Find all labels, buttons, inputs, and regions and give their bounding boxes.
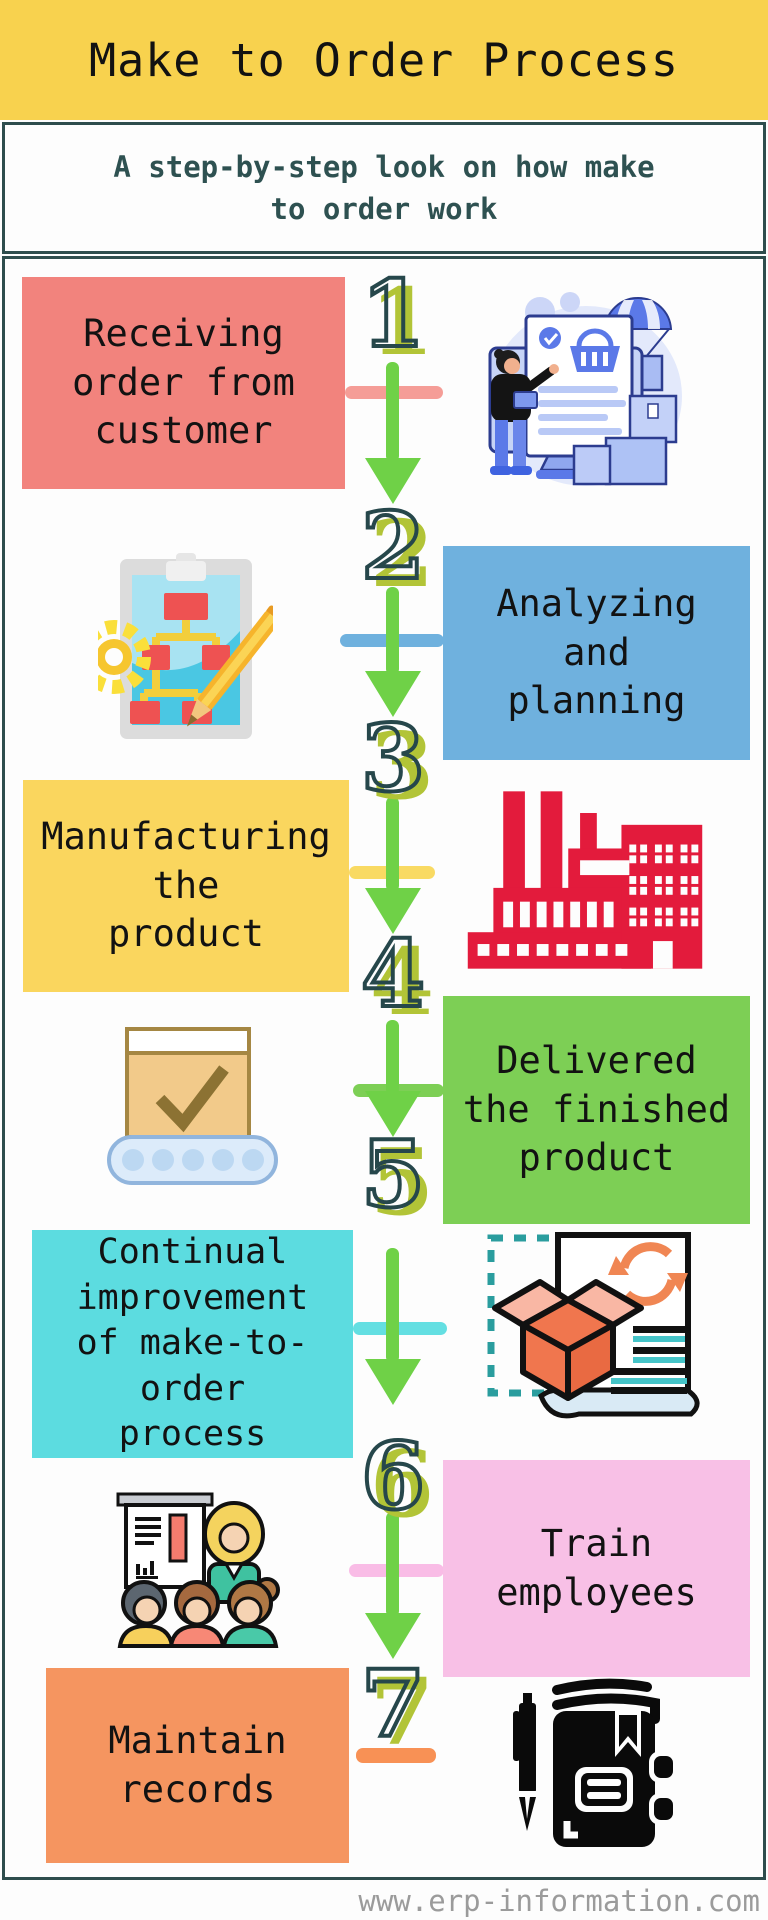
step-5-connector [353,1322,447,1335]
step-1-label: Receiving order from customer [72,311,295,453]
website-url: www.erp-information.com [358,1884,760,1918]
refresh-arrows-icon [608,1242,688,1306]
step-6-label: Train employees [496,1521,697,1614]
notebook-icon [513,1678,677,1847]
step-4-label-box: Delivered the finished product [443,996,750,1224]
step-5-label-box: Continual improvement of make-to- order … [32,1230,353,1458]
process-improvement-illustration [487,1232,700,1419]
step-7-connector [356,1748,436,1763]
step-3-label-box: Manufacturing the product [23,780,349,992]
training-illustration [116,1492,280,1648]
open-box-icon [492,1279,644,1401]
gear-icon [98,620,151,694]
pencil-icon [186,605,273,727]
planning-clipboard-illustration [98,553,273,739]
step-7-label: Maintain records [108,1718,287,1811]
step-7-label-box: Maintain records [46,1668,349,1863]
step-2-label-box: Analyzing and planning [443,546,750,760]
step-1-label-box: Receiving order from customer [22,277,345,489]
subtitle-text: A step-by-step look on how make to order… [113,149,655,226]
step-4-label: Delivered the finished product [462,1038,731,1180]
subtitle-box: A step-by-step look on how make to order… [2,122,766,254]
factory-icon [467,791,703,969]
customer-order-illustration [488,292,682,486]
conveyor-box-illustration [107,1027,278,1185]
step-5-label: Continual improvement of make-to- order … [76,1232,309,1455]
header-banner: Make to Order Process [0,0,768,120]
step-2-label: Analyzing and planning [496,581,697,723]
step-3-label: Manufacturing the product [41,814,331,956]
step-6-label-box: Train employees [443,1460,750,1677]
page-title: Make to Order Process [89,33,679,87]
